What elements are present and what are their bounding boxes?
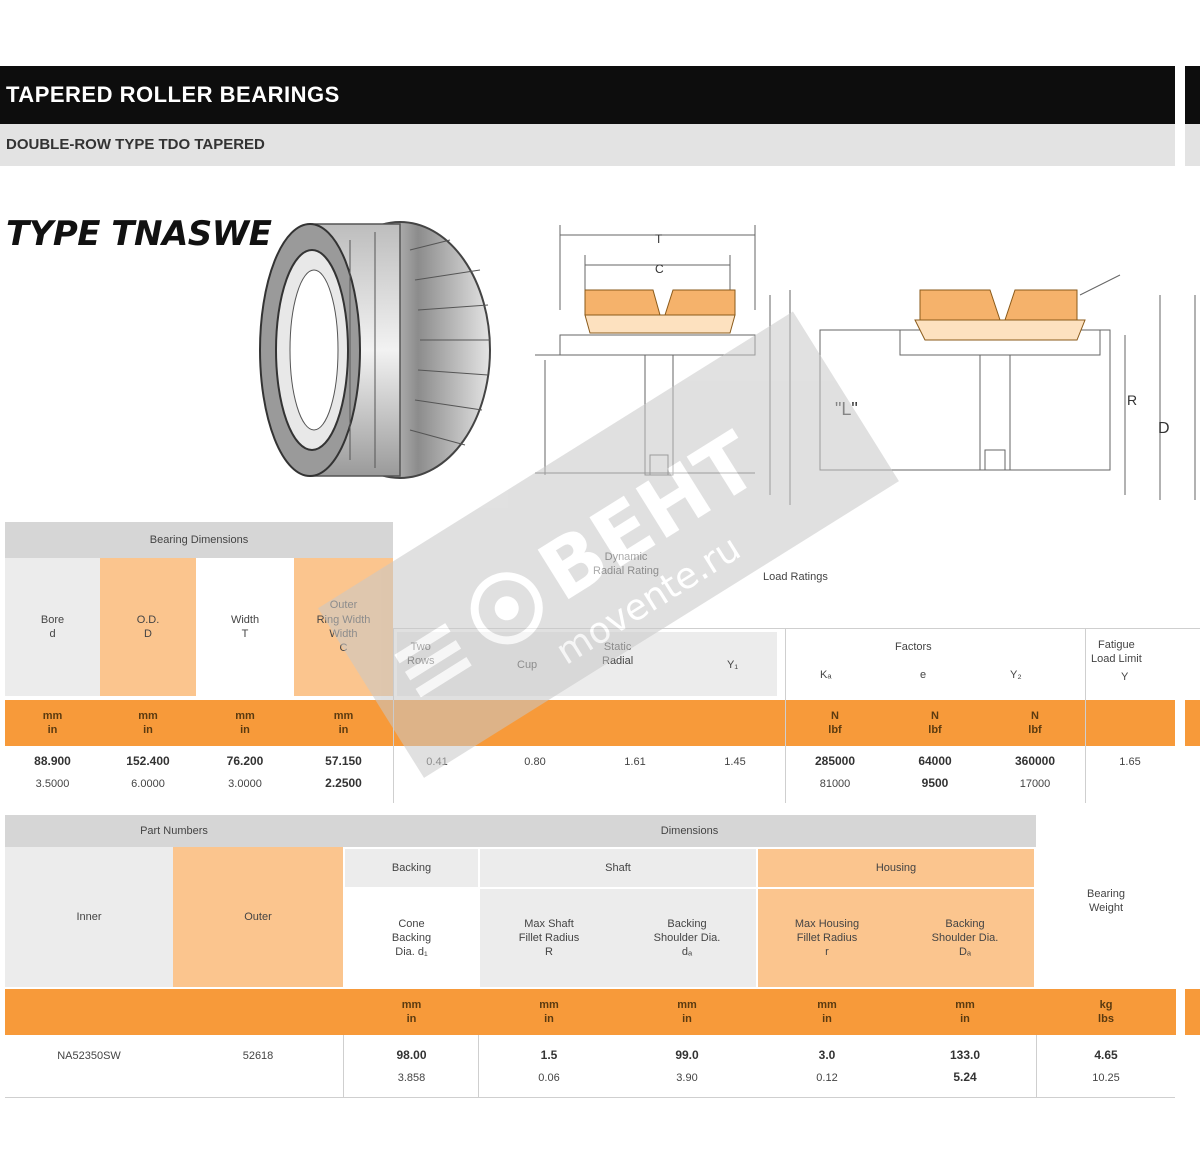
section-title: TAPERED ROLLER BEARINGS <box>6 82 340 107</box>
t1-factors-sub: Factors Kₐ e Y₂ <box>785 632 1085 696</box>
t1-group-header: Bearing Dimensions <box>5 522 393 558</box>
t1-dynamic-sub: Two Rows Cup Static Radial Y₁ <box>397 632 777 696</box>
t1-col-cup: Cup <box>517 659 538 671</box>
t1-fatigue-sub: Fatigue Load Limit Y <box>1085 632 1175 696</box>
t2-val2-backing: 3.858 <box>397 1071 426 1084</box>
t2-col-housing-dia: Backing Shoulder Dia. Dₐ <box>896 889 1034 987</box>
t2-col-shaft-dia: Backing Shoulder Dia. dₐ <box>618 889 756 987</box>
t2-val-housing-dia: 133.0 <box>949 1048 981 1063</box>
t2-val-backing: 98.00 <box>396 1048 427 1063</box>
t2-unit-shaft-fillet: mm in <box>480 989 618 1035</box>
t2-part-header: Part Numbers <box>5 815 343 847</box>
t2-val2-housing-dia: 5.24 <box>953 1070 977 1085</box>
t1-val-y2: 360000 <box>1014 754 1056 769</box>
section-subtitle-bar-edge <box>1185 124 1200 166</box>
section-title-bar: TAPERED ROLLER BEARINGS <box>0 66 1175 124</box>
t2-housing-header: Housing <box>758 849 1034 887</box>
t1-dynamic-header: Dynamic Radial Rating <box>593 551 660 578</box>
t2-shaft-header: Shaft <box>480 849 756 887</box>
t1-col-ka: Kₐ <box>820 669 832 681</box>
t2-backing-header: Backing <box>345 849 478 887</box>
t2-unit-shaft-dia: mm in <box>618 989 756 1035</box>
t2-col-backing: Cone Backing Dia. d₁ <box>345 889 478 987</box>
bearing-illustration <box>259 221 491 479</box>
section-subtitle-bar: DOUBLE-ROW TYPE TDO TAPERED <box>0 124 1175 166</box>
t2-val-shaft-dia: 99.0 <box>675 1048 699 1063</box>
t1-val2-ka: 81000 <box>819 777 851 790</box>
dim-label-t: T <box>655 232 663 246</box>
t1-unit-od: mm in <box>100 700 196 746</box>
t1-spacer-header: Load Ratings <box>763 571 828 583</box>
t1-load-ratings-header: Dynamic Radial Rating Load Ratings <box>393 522 1178 628</box>
t1-val2-y2: 17000 <box>1019 777 1051 790</box>
t2-value-row: NA52350SW 52618 98.00 1.5 99.0 3.0 133.0… <box>5 1040 1175 1096</box>
t1-unit-width: mm in <box>196 700 294 746</box>
t1-val2-width: 3.0000 <box>228 777 262 790</box>
cross-section-drawing-right: "L" R D <box>819 274 1196 500</box>
t1-col-y2: Y₂ <box>1010 669 1022 681</box>
t1-val-width: 76.200 <box>226 754 264 769</box>
t2-val-outer: 52618 <box>242 1049 274 1062</box>
dim-label-l: "L" <box>835 399 858 419</box>
t2-unit-housing-fillet: mm in <box>758 989 896 1035</box>
t2-val2-shaft-dia: 3.90 <box>676 1071 698 1084</box>
t1-unit-e: N lbf <box>885 700 985 746</box>
t2-col-outer: Outer <box>173 847 343 987</box>
t1-unit-y2: N lbf <box>985 700 1085 746</box>
t1-val-ka: 285000 <box>814 754 856 769</box>
t1-unit-bore: mm in <box>5 700 100 746</box>
t1-fatigue-header: Fatigue Load Limit <box>1091 639 1142 666</box>
t1-value-row: 88.900 152.400 76.200 57.150 0.41 0.80 1… <box>5 750 1175 802</box>
t1-val-od: 152.400 <box>126 754 170 769</box>
section-subtitle: DOUBLE-ROW TYPE TDO TAPERED <box>6 136 265 153</box>
t2-unit-weight: kg lbs <box>1036 989 1176 1035</box>
t1-unit-cone-width: mm in <box>294 700 393 746</box>
t2-unit-row-edge <box>1185 989 1200 1035</box>
t1-col-lim: Y <box>1121 671 1129 683</box>
t1-unit-ka: N lbf <box>785 700 885 746</box>
t1-val2-bore: 3.5000 <box>35 777 70 790</box>
type-title: TYPE TNASWE <box>6 214 272 254</box>
t2-val-shaft-fillet: 1.5 <box>540 1048 558 1063</box>
t1-val-static: 1.61 <box>624 755 646 768</box>
t2-val-housing-fillet: 3.0 <box>818 1048 836 1063</box>
t2-col-inner: Inner <box>5 847 173 987</box>
t1-val2-od: 6.0000 <box>131 777 165 790</box>
t1-val-cone-width: 57.150 <box>325 754 362 769</box>
t1-col-y1: Y₁ <box>727 659 739 671</box>
section-title-bar-edge <box>1185 66 1200 124</box>
t2-val2-weight: 10.25 <box>1092 1071 1120 1084</box>
t1-factors-header: Factors <box>895 641 932 653</box>
t1-col-static: Static Radial <box>602 641 634 668</box>
dim-label-r: R <box>1127 392 1137 408</box>
t1-col-od: O.D. D <box>100 558 196 696</box>
t2-unit-backing: mm in <box>345 989 478 1035</box>
t1-col-e: e <box>920 669 927 681</box>
t2-val2-shaft-fillet: 0.06 <box>538 1071 560 1084</box>
t1-val-lim: 1.65 <box>1119 755 1141 768</box>
t1-val-two-rows: 0.41 <box>426 755 448 768</box>
t1-col-width: Width T <box>196 558 294 696</box>
t2-col-shaft-fillet: Max Shaft Fillet Radius R <box>480 889 618 987</box>
t1-col-cone-width: Outer Ring Width Width C <box>294 558 393 696</box>
t1-val-bore: 88.900 <box>34 754 71 769</box>
t1-val2-cone-width: 2.2500 <box>325 776 362 791</box>
t1-val-y1: 1.45 <box>724 755 746 768</box>
t2-col-housing-fillet: Max Housing Fillet Radius r <box>758 889 896 987</box>
t1-unit-row-edge <box>1185 700 1200 746</box>
t1-col-two-rows: Two Rows <box>407 641 435 668</box>
cross-section-drawing-left: T C <box>535 225 791 505</box>
t1-val-e: 64000 <box>918 754 952 769</box>
dim-label-c: C <box>655 262 664 276</box>
t2-unit-housing-dia: mm in <box>896 989 1034 1035</box>
t1-col-bore: Bore d <box>5 558 100 696</box>
dim-label-d: D <box>1158 420 1170 437</box>
t1-val-cup: 0.80 <box>524 755 546 768</box>
t2-val2-housing-fillet: 0.12 <box>816 1071 838 1084</box>
t2-col-weight: Bearing Weight <box>1036 815 1176 987</box>
t2-val-weight: 4.65 <box>1094 1048 1118 1063</box>
t2-dim-header: Dimensions <box>343 815 1036 847</box>
t2-val-inner: NA52350SW <box>57 1049 121 1062</box>
t1-val2-e: 9500 <box>921 776 949 791</box>
